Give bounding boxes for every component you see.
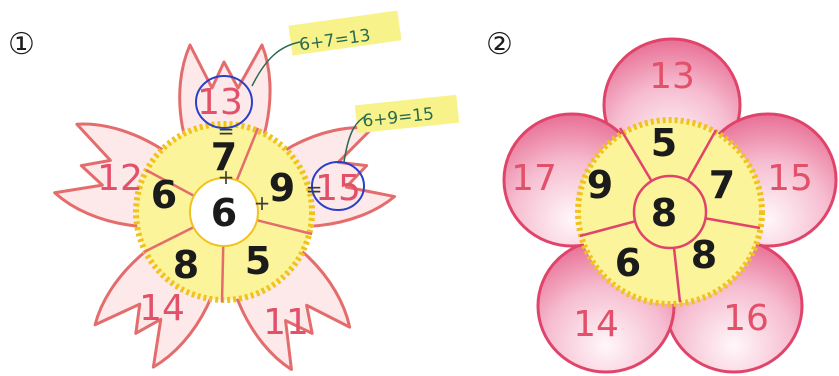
panel-2: ② 8 5 7 8 6 9 13 15 16 14 17 — [486, 28, 836, 372]
note-2: 6+9=15 — [344, 95, 459, 162]
panel-1-outer-top: 13 — [197, 82, 243, 123]
panel-2-outer-bottom-left: 14 — [573, 304, 619, 345]
equals-mark-right: = — [306, 177, 323, 201]
panel-2-outer-left: 17 — [511, 158, 557, 199]
panel-2-inner-bottom-right: 8 — [691, 233, 717, 277]
panel-1: ① 6 7 9 5 8 6 13 15 11 14 12 — [8, 10, 459, 374]
plus-mark-top: + — [218, 165, 235, 189]
equals-mark-top: = — [218, 119, 235, 143]
panel-1-center-number: 6 — [211, 191, 237, 235]
panel-2-inner-top: 5 — [651, 121, 677, 165]
panel-2-outer-top: 13 — [649, 56, 695, 97]
plus-mark-right: + — [254, 191, 271, 215]
panel-1-outer-bottom-left: 14 — [139, 288, 185, 329]
panel-2-center-number: 8 — [651, 191, 677, 235]
panel-2-inner-right: 7 — [709, 163, 735, 207]
panel-2-inner-left: 9 — [587, 163, 613, 207]
panel-1-inner-left: 6 — [151, 173, 177, 217]
panel-1-outer-bottom-right: 11 — [263, 302, 309, 343]
note-1: 6+7=13 — [252, 10, 402, 86]
panel-2-outer-right: 15 — [767, 158, 813, 199]
panel-1-inner-bottom-right: 5 — [245, 239, 271, 283]
panel-2-outer-bottom-right: 16 — [723, 298, 769, 339]
panel-1-inner-bottom-left: 8 — [173, 243, 199, 287]
panel-2-label: ② — [486, 28, 513, 61]
panel-1-label: ① — [8, 28, 35, 61]
panel-1-outer-left: 12 — [97, 158, 143, 199]
panel-2-inner-bottom-left: 6 — [615, 241, 641, 285]
panel-1-inner-right: 9 — [269, 166, 295, 210]
